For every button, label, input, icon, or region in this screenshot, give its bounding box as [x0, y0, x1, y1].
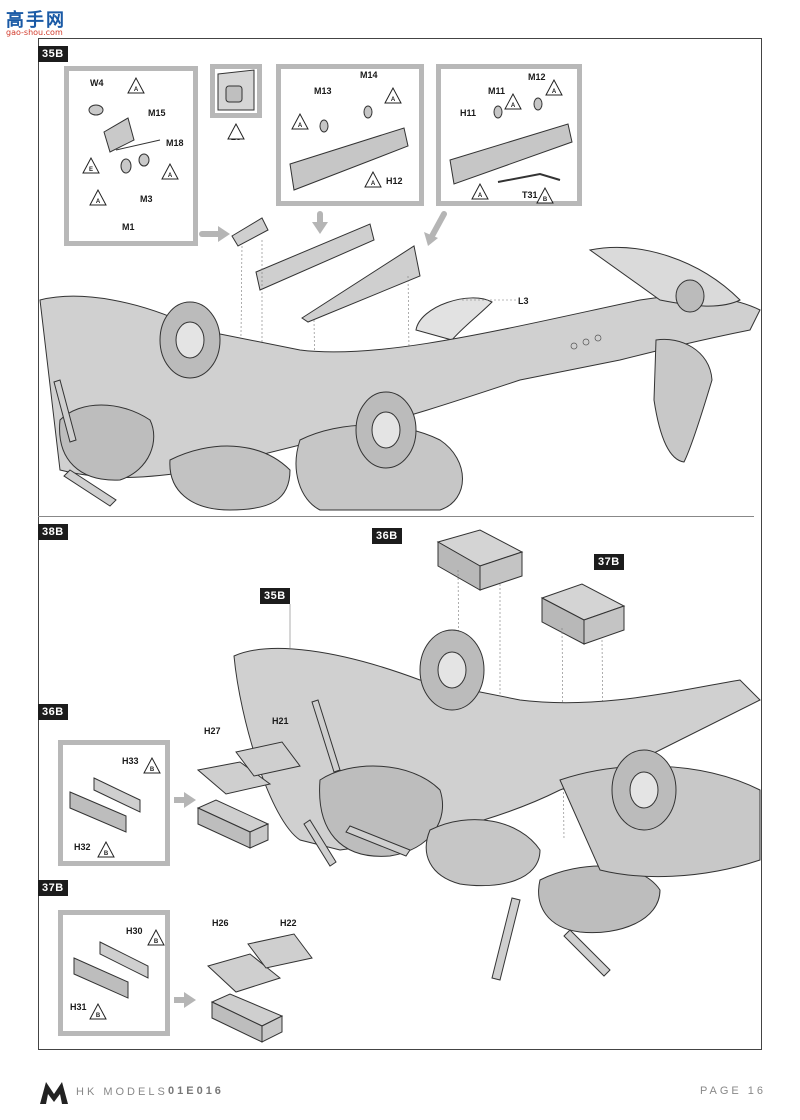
part-h26: H26 — [212, 918, 229, 928]
step-tag-36b: 36B — [38, 704, 68, 720]
sprue-letter: A — [298, 123, 303, 129]
part-h11: H11 — [460, 108, 477, 118]
step-ref-35b: 35B — [260, 588, 290, 604]
watermark-text: 高手网 — [6, 10, 66, 31]
part-m14: M14 — [360, 70, 378, 80]
sprue-letter: A — [391, 97, 396, 103]
section-divider — [38, 516, 754, 517]
part-m18: M18 — [166, 138, 184, 148]
part-m13: M13 — [314, 86, 332, 96]
part-h31: H31 — [70, 1002, 87, 1012]
part-h22: H22 — [280, 918, 297, 928]
part-m11: M11 — [488, 86, 506, 96]
part-m12: M12 — [528, 72, 546, 82]
part-m1: M1 — [122, 222, 135, 232]
part-l3: L3 — [518, 296, 529, 306]
part-m3: M3 — [140, 194, 153, 204]
watermark-logo: 高手网 gao-shou.com — [6, 4, 76, 40]
step-tag-37b: 37B — [38, 880, 68, 896]
detail-box-gear-door — [64, 66, 198, 246]
sprue-letter: A — [478, 193, 483, 199]
sprue-letter: B — [104, 851, 109, 857]
detail-box-h11 — [436, 64, 582, 206]
hk-models-logo-icon — [40, 1082, 68, 1104]
part-h12: H12 — [386, 176, 403, 186]
footer-brand: HK MODELS — [76, 1086, 168, 1098]
part-h21: H21 — [272, 716, 289, 726]
step-ref-36b: 36B — [372, 528, 402, 544]
sprue-letter: B — [543, 197, 548, 203]
part-t31: T31 — [522, 190, 538, 200]
sprue-letter: B — [150, 767, 155, 773]
sprue-letter: A — [96, 199, 101, 205]
footer-code: 01E016 — [168, 1085, 224, 1097]
sprue-letter: E — [89, 167, 93, 173]
step-tag-35b: 35B — [38, 46, 68, 62]
sprue-letter: A — [511, 103, 516, 109]
part-m15: M15 — [148, 108, 166, 118]
part-h27: H27 — [204, 726, 221, 736]
sprue-letter: B — [154, 939, 159, 945]
watermark-url: gao-shou.com — [6, 28, 63, 37]
sprue-letter: A — [552, 89, 557, 95]
page-frame — [38, 38, 762, 1050]
step-ref-37b: 37B — [594, 554, 624, 570]
sprue-letter: A — [134, 87, 139, 93]
part-h32: H32 — [74, 842, 91, 852]
part-h30: H30 — [126, 926, 143, 936]
footer-page-number: PAGE 16 — [700, 1085, 767, 1097]
part-h33: H33 — [122, 756, 139, 766]
sprue-letter: B — [96, 1013, 101, 1019]
sprue-letter: A — [168, 173, 173, 179]
sprue-letter: A — [371, 181, 376, 187]
part-w4: W4 — [90, 78, 104, 88]
step-tag-38b: 38B — [38, 524, 68, 540]
